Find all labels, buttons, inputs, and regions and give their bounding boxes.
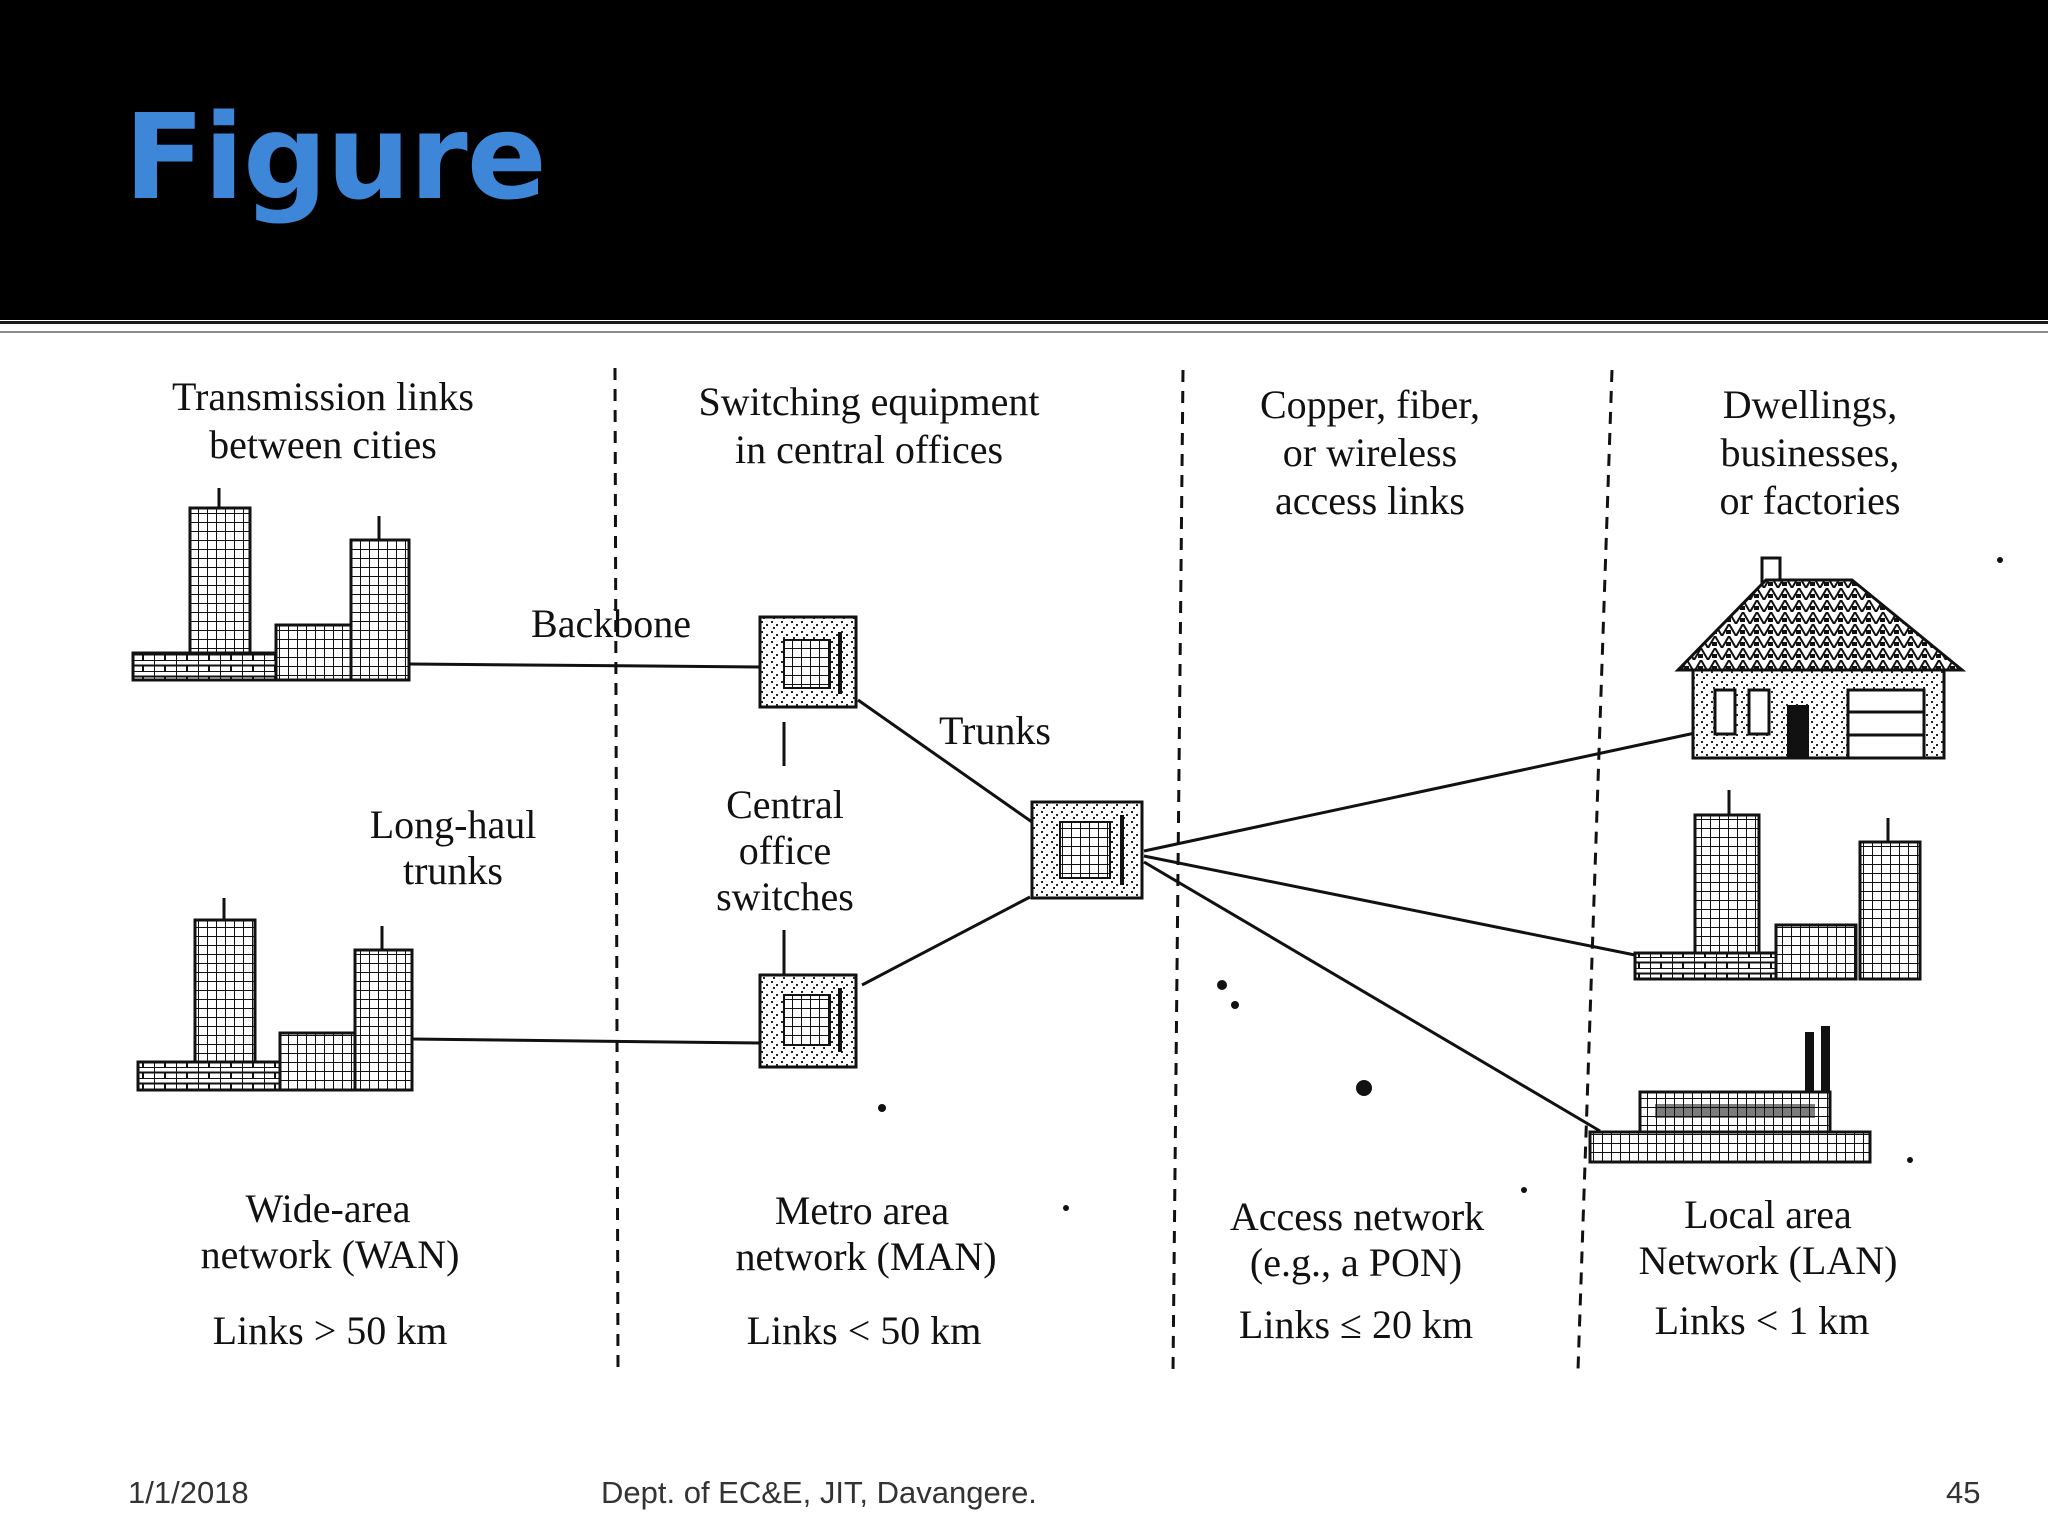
house-icon (1674, 556, 1967, 760)
wan-name-line2: network (WAN) (201, 1232, 460, 1277)
lan-link-distance: Links < 1 km (1655, 1298, 1870, 1343)
access-column-heading: Copper, fiber, or wireless access links (1260, 382, 1480, 523)
footer-department: Dept. of EC&E, JIT, Davangere. (601, 1475, 1037, 1510)
slide-header: Figure (0, 0, 2048, 320)
access-link-distance: Links ≤ 20 km (1239, 1302, 1473, 1347)
separator-wan-man (613, 367, 620, 1371)
wan-network-name: Wide-area network (WAN) (201, 1186, 460, 1277)
long-haul-line2: trunks (403, 848, 503, 893)
lan-column-heading: Dwellings, businesses, or factories (1719, 382, 1900, 523)
trunks-label: Trunks (939, 708, 1051, 753)
access-name-line1: Access network (1230, 1194, 1484, 1239)
access-link-factory (1143, 860, 1601, 1133)
separator-access-lan (1576, 369, 1614, 1371)
central-office-switch-hub (1030, 800, 1144, 900)
man-name-line1: Metro area (775, 1188, 950, 1233)
wan-name-line1: Wide-area (246, 1186, 411, 1231)
lan-name-line1: Local area (1684, 1192, 1852, 1237)
factory-icon (1588, 1026, 1872, 1164)
access-link-business (1143, 854, 1636, 957)
lan-top-line1: Dwellings, (1723, 382, 1897, 427)
wan-column-heading: Transmission links between cities (172, 374, 474, 467)
access-top-line2: or wireless (1283, 430, 1457, 475)
central-office-switches-label: Central office switches (716, 782, 854, 919)
footer-date: 1/1/2018 (128, 1475, 249, 1510)
man-link-distance: Links < 50 km (747, 1308, 982, 1353)
lan-top-line3: or factories (1719, 478, 1900, 523)
trunk-link-lower (861, 895, 1031, 987)
central-office-switch-lower (758, 973, 858, 1069)
central-office-switch-upper (758, 615, 858, 709)
man-column-heading: Switching equipment in central offices (698, 379, 1039, 472)
wan-link-distance: Links > 50 km (213, 1308, 448, 1353)
header-divider (0, 321, 2048, 324)
man-top-line1: Switching equipment (698, 379, 1039, 424)
central-office-line2: office (739, 828, 832, 873)
network-hierarchy-diagram: Transmission links between cities Switch… (131, 367, 2003, 1373)
access-name-line2: (e.g., a PON) (1250, 1240, 1462, 1285)
city-buildings-upper (131, 488, 411, 682)
lan-name-line2: Network (LAN) (1639, 1238, 1898, 1283)
central-office-line1: Central (726, 782, 844, 827)
man-top-line2: in central offices (735, 427, 1003, 472)
city-buildings-lower (136, 898, 414, 1092)
central-office-line3: switches (716, 874, 854, 919)
access-network-name: Access network (e.g., a PON) (1230, 1194, 1484, 1285)
lan-network-name: Local area Network (LAN) (1639, 1192, 1898, 1283)
business-buildings-icon (1633, 790, 1922, 981)
long-haul-line1: Long-haul (370, 802, 537, 847)
man-network-name: Metro area network (MAN) (735, 1188, 996, 1279)
header-divider-thin (0, 331, 2048, 333)
long-haul-trunks-label: Long-haul trunks (370, 802, 537, 893)
footer-page-number: 45 (1946, 1475, 1981, 1510)
lan-top-line2: businesses, (1721, 430, 1900, 475)
links (409, 662, 1696, 1133)
access-top-line3: access links (1275, 478, 1465, 523)
access-link-house (1143, 731, 1696, 853)
backbone-label: Backbone (531, 601, 691, 646)
backbone-link (409, 662, 761, 669)
wan-top-line2: between cities (209, 422, 437, 467)
trunk-link-upper (857, 698, 1033, 824)
man-name-line2: network (MAN) (735, 1234, 996, 1279)
separator-man-access (1171, 369, 1185, 1373)
wan-top-line1: Transmission links (172, 374, 474, 419)
long-haul-trunk-link (409, 1037, 761, 1045)
slide-title: Figure (124, 88, 547, 226)
scan-specks (878, 557, 2003, 1211)
access-top-line1: Copper, fiber, (1260, 382, 1480, 427)
